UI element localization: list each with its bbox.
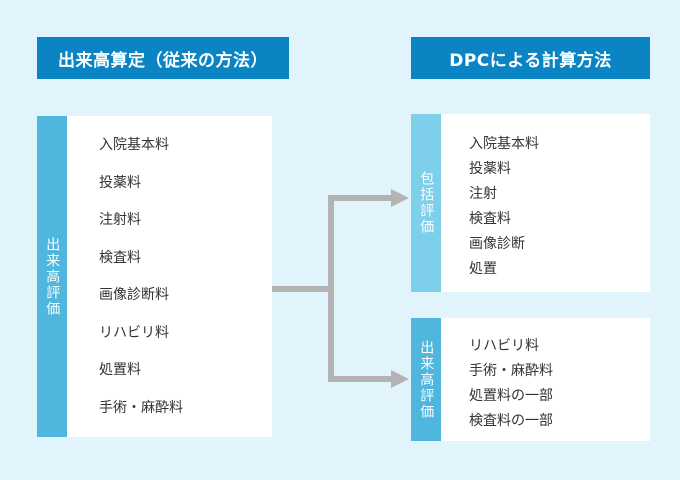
list-item: 投薬料 [469,161,511,177]
list-item: 画像診断 [469,236,525,252]
card-tab-right-bottom: 出来高評価 [411,318,441,441]
list-item: 検査料 [469,211,511,227]
card-body-right-top: 入院基本料 投薬料 注射 検査料 画像診断 処置 [441,114,650,292]
card-bundled-payment: 包括評価 入院基本料 投薬料 注射 検査料 画像診断 処置 [411,114,650,292]
branching-arrow-connector [272,189,409,388]
list-item: 検査料の一部 [469,413,553,429]
card-fee-for-service: 出来高評価 入院基本料 投薬料 注射料 検査料 画像診断料 リハビリ料 処置料 … [37,116,272,437]
arrowhead-top-icon [391,189,409,207]
list-item: 手術・麻酔料 [469,363,553,379]
connector-spine [328,195,334,382]
card-body-right-bottom: リハビリ料 手術・麻酔料 処置料の一部 検査料の一部 [441,318,650,441]
header-banner-left: 出来高算定（従来の方法） [37,37,289,79]
arrowhead-bottom-icon [391,370,409,388]
card-tab-right-top-label: 包括評価 [418,171,435,235]
list-item: リハビリ料 [469,338,539,354]
connector-branch-top [328,195,395,201]
list-item: 注射 [469,186,497,202]
list-item: 入院基本料 [99,137,169,153]
list-item: リハビリ料 [99,324,169,341]
list-item: 画像診断料 [99,287,169,304]
list-item: 注射料 [99,212,141,229]
card-tab-right-top: 包括評価 [411,114,441,292]
list-item: 検査料 [99,249,141,266]
connector-branch-bottom [328,376,395,382]
card-fee-for-service-remainder: 出来高評価 リハビリ料 手術・麻酔料 処置料の一部 検査料の一部 [411,318,650,441]
card-tab-left-label: 出来高評価 [44,236,61,317]
card-body-left: 入院基本料 投薬料 注射料 検査料 画像診断料 リハビリ料 処置料 手術・麻酔料 [67,116,272,437]
card-tab-right-bottom-label: 出来高評価 [418,339,435,420]
list-item: 投薬料 [99,174,141,191]
connector-stem [272,286,334,292]
list-item: 処置 [469,261,497,277]
list-item: 処置料 [99,362,141,379]
list-item: 処置料の一部 [469,388,553,404]
card-tab-left: 出来高評価 [37,116,67,437]
list-item: 手術・麻酔料 [99,399,183,416]
list-item: 入院基本料 [469,136,539,152]
header-banner-right: DPCによる計算方法 [411,37,650,79]
